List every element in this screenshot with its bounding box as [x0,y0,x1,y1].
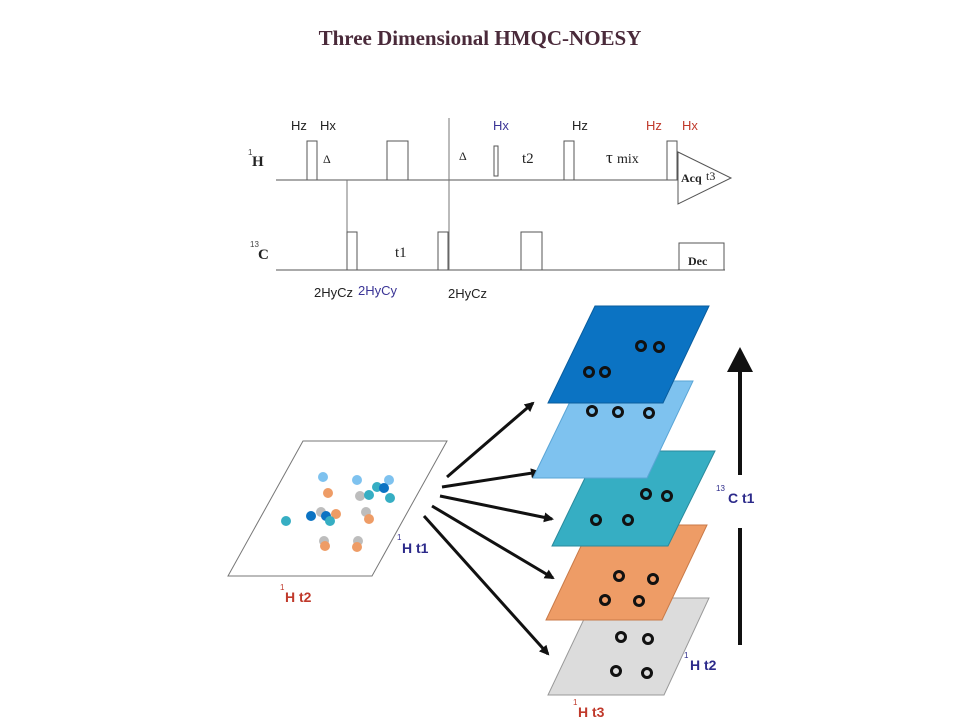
label-delta-1: Δ [323,152,331,166]
h-channel-super: 1 [248,148,253,157]
peak-marker [635,340,647,352]
peak [355,491,365,501]
projection-arrows [422,401,555,656]
plane-dark-blue-peaks [583,340,665,378]
spectrum-axis-h-t1-super: 1 [397,533,402,542]
label-mix: mix [617,152,639,167]
peak [281,516,291,526]
cube-axis-c-super: 13 [716,484,725,493]
plane-grey-peaks [610,631,654,679]
plane-orange-peaks [599,570,659,607]
peak-marker [642,633,654,645]
peak [325,516,335,526]
arrow-to-plane-4 [431,504,555,580]
label-2hycy: 2HyCy [358,283,398,298]
h-pulse-90-1 [306,140,318,181]
peak-marker [586,405,598,417]
cube-axis-h-t2-super: 1 [684,651,689,660]
arrow-to-plane-3 [439,494,554,523]
label-2hycz-1: 2HyCz [314,285,353,300]
label-delta-2: Δ [459,149,467,163]
label-tau: τ [606,148,613,167]
label-t3: t3 [706,169,715,183]
arrow-to-plane-1 [446,401,535,479]
acquisition-fid [677,151,733,205]
peak [379,483,389,493]
peak-marker [633,595,645,607]
peak-marker [610,665,622,677]
peak [384,475,394,485]
peak-marker [583,366,595,378]
peak-marker [643,407,655,419]
spectrum-axis-h-t2: H t2 [285,589,312,605]
cube-axis-h-t3: H t3 [578,704,605,720]
arrow-to-plane-2 [441,468,541,489]
peak-marker [661,490,673,502]
c-channel-label: C [258,247,269,263]
h-channel-label: H [252,154,264,170]
c-channel-super: 13 [250,240,259,249]
peak-marker [615,631,627,643]
cube-axis-c-t1: C t1 [728,490,755,506]
label-dec: Dec [688,254,708,268]
peak [352,542,362,552]
peak [331,509,341,519]
plane-dark-blue [547,305,710,404]
cube-axis-h-t3-super: 1 [573,698,578,707]
label-hx-2: Hx [493,118,509,133]
h-pulse-180-1 [386,140,409,181]
spectrum-2d-peaks [281,472,395,552]
arrow-to-plane-5 [422,514,550,656]
c-axis-arrowhead [727,347,753,372]
label-hz-3: Hz [646,118,662,133]
cube-axis-h-t2: H t2 [690,657,717,673]
peak [364,514,374,524]
h-pulse-90-3 [666,140,678,181]
label-hz-1: Hz [291,118,307,133]
peak [385,493,395,503]
peak-marker [613,570,625,582]
label-hz-2: Hz [572,118,588,133]
peak [364,490,374,500]
peak [323,488,333,498]
spectrum-2d: 1 H t1 1 H t2 [227,440,448,605]
spectrum-axis-h-t2-super: 1 [280,583,285,592]
peak [318,472,328,482]
label-t1: t1 [395,245,407,261]
label-acq: Acq [681,171,702,185]
label-hx-3: Hx [682,118,698,133]
decoupling-box [678,242,725,271]
label-2hycz-2: 2HyCz [448,286,487,301]
c-pulse-90-2 [437,231,449,271]
spectrum-2d-plane [227,440,448,577]
h-pulse-thin [493,145,499,177]
peak-marker [640,488,652,500]
slide-title: Three Dimensional HMQC-NOESY [318,26,642,50]
peak-marker [599,366,611,378]
c-pulse-90-1 [346,231,358,271]
peak-marker [612,406,624,418]
peak [306,511,316,521]
plane-light-blue-peaks [586,405,655,419]
peak-marker [590,514,602,526]
peak-marker [647,573,659,585]
peak-marker [653,341,665,353]
plane-teal-peaks [590,488,673,526]
c-pulse-180 [520,231,543,271]
h-pulse-90-2 [563,140,575,181]
peak [320,541,330,551]
peak-marker [599,594,611,606]
peak-marker [622,514,634,526]
label-hx-1: Hx [320,118,336,133]
peak-marker [641,667,653,679]
spectrum-axis-h-t1: H t1 [402,540,429,556]
peak [352,475,362,485]
cube-3d: 13 C t1 1 H t2 1 H t3 [532,305,755,720]
pulse-sequence: 1 H 13 C Hz Hx Δ Δ Hx t2 Hz τ mix [248,118,733,301]
label-t2: t2 [522,151,534,167]
